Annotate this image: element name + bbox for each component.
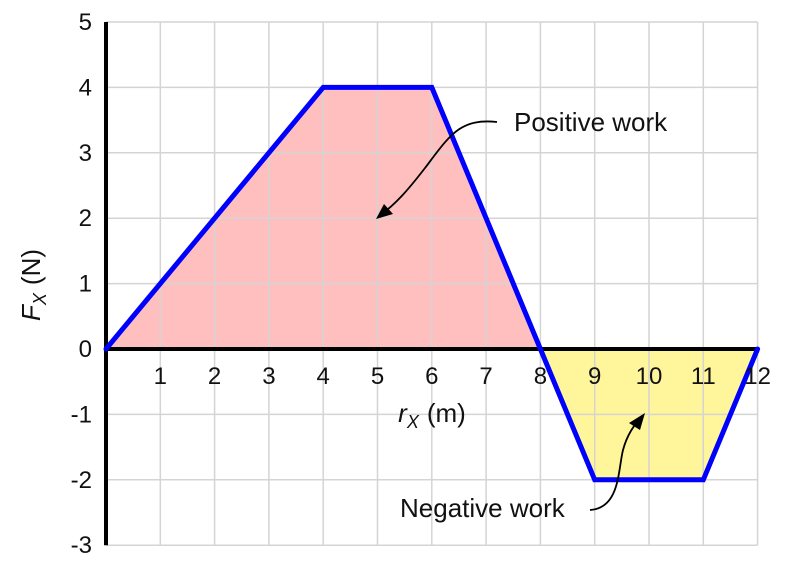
negative-work-label: Negative work [400, 493, 566, 523]
x-tick-label: 6 [425, 363, 438, 390]
force-curve [103, 84, 761, 483]
y-tick-label: 2 [79, 205, 92, 232]
x-tick-label: 9 [588, 363, 601, 390]
x-tick-label: 4 [317, 363, 330, 390]
grid [106, 21, 759, 546]
x-tick-label: 3 [262, 363, 275, 390]
y-axis-label: FX(N) [16, 249, 50, 321]
y-tick-label: 3 [79, 140, 92, 167]
y-tick-label: 5 [79, 9, 92, 36]
x-tick-label: 10 [636, 363, 663, 390]
x-tick-label: 2 [208, 363, 221, 390]
negative-work-annotation: Negative work [400, 413, 645, 523]
x-tick-label: 12 [744, 363, 771, 390]
x-tick-label: 1 [154, 363, 167, 390]
y-tick-label: 0 [79, 336, 92, 363]
y-tick-label: 1 [79, 271, 92, 298]
force-line [103, 84, 761, 483]
positive-work-label: Positive work [514, 107, 668, 137]
positive-work-arrowhead [376, 204, 393, 219]
y-tick-label: -3 [71, 532, 92, 559]
negative-work-arrowhead [629, 413, 645, 430]
y-tick-label: 4 [79, 74, 92, 101]
y-tick-label: -2 [71, 467, 92, 494]
x-tick-label: 11 [691, 363, 716, 390]
x-tick-label: 7 [479, 363, 492, 390]
positive-work-arrow [378, 120, 498, 217]
x-axis-label: rX(m) [398, 398, 466, 432]
positive-work-annotation: Positive work [376, 107, 668, 219]
axes [104, 22, 758, 546]
x-tick-label: 8 [534, 363, 547, 390]
x-tick-label: 5 [371, 363, 384, 390]
y-tick-label: -1 [71, 401, 92, 428]
